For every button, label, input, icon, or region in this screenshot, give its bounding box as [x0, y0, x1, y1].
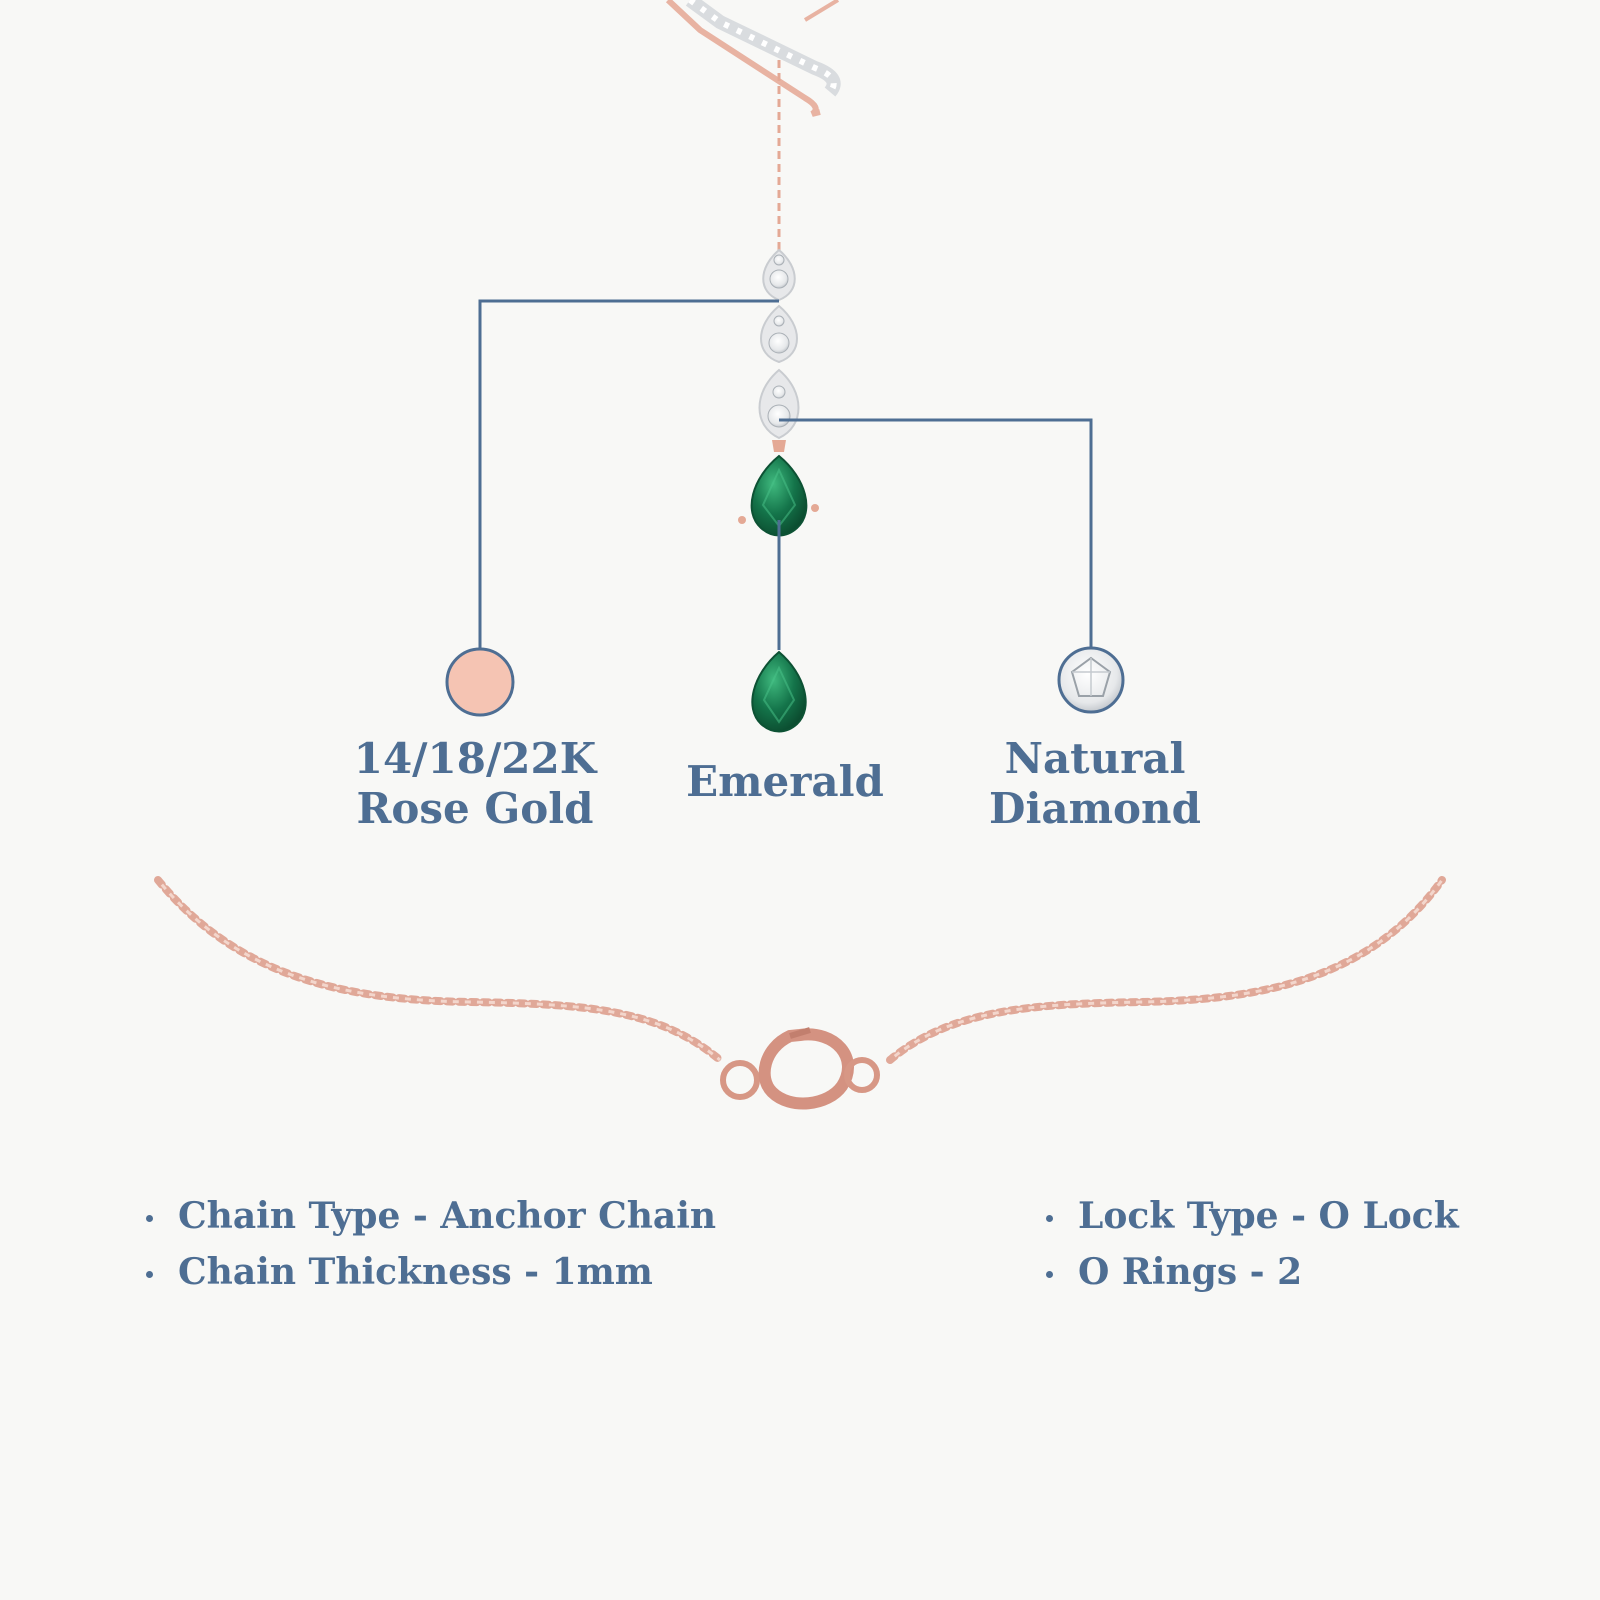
diamond-drop-2: [760, 304, 798, 364]
label-rose-gold-line1: 14/18/22K: [353, 734, 597, 783]
spec-o-rings: O Rings - 2: [1042, 1244, 1459, 1300]
diamond-drop-1: [762, 248, 796, 302]
chain-highlight: [156, 879, 1444, 1062]
emerald-icon: [751, 650, 807, 733]
label-rose-gold: 14/18/22K Rose Gold: [320, 734, 630, 834]
label-emerald-text: Emerald: [686, 757, 884, 806]
spec-list-right: Lock Type - O Lock O Rings - 2: [1042, 1188, 1459, 1300]
pendant-bar: [665, 0, 841, 117]
clasp: [720, 1027, 880, 1110]
spec-lock-type: Lock Type - O Lock: [1042, 1188, 1459, 1244]
emerald-pendant: [738, 440, 819, 537]
label-diamond-line2: Diamond: [989, 784, 1201, 833]
label-emerald: Emerald: [640, 757, 930, 807]
label-diamond-line1: Natural: [1004, 734, 1186, 783]
callout-line-diamond: [779, 418, 1093, 648]
diamond-drop-3: [758, 368, 800, 440]
spec-chain-type: Chain Type - Anchor Chain: [142, 1188, 716, 1244]
spec-chain-thickness: Chain Thickness - 1mm: [142, 1244, 716, 1300]
label-natural-diamond: Natural Diamond: [960, 734, 1230, 834]
rose-gold-swatch: [445, 647, 515, 717]
diamond-icon: [1057, 646, 1125, 714]
callout-line-gold: [478, 299, 779, 648]
label-rose-gold-line2: Rose Gold: [356, 784, 594, 833]
callout-lines: [478, 299, 1093, 650]
spec-list-left: Chain Type - Anchor Chain Chain Thicknes…: [142, 1188, 716, 1300]
